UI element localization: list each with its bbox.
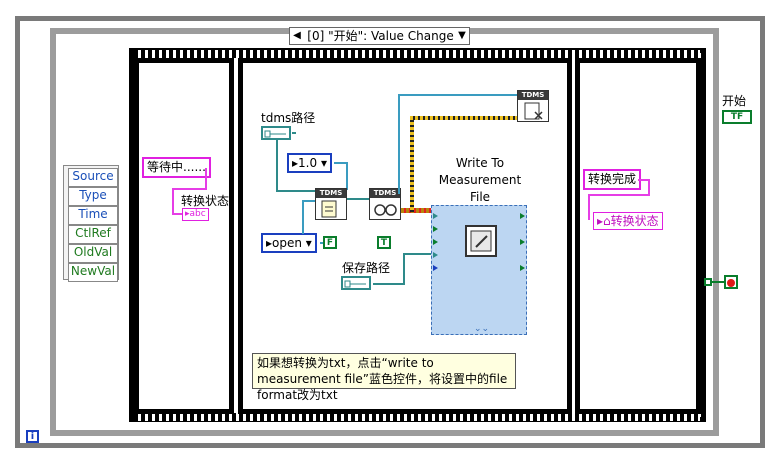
version-enum-constant[interactable]: ▸1.0 ▾	[287, 153, 332, 173]
input-terminal[interactable]	[433, 213, 438, 219]
wire-enum	[302, 200, 304, 234]
block-diagram-comment[interactable]: 如果想转换为txt，点击“write to measurement file”蓝…	[252, 353, 516, 402]
loop-iteration-label: i	[30, 431, 35, 442]
status-indicator-label: 转换状态	[181, 194, 230, 208]
event-data-oldval[interactable]: OldVal	[68, 244, 118, 263]
wire-string	[648, 179, 650, 195]
status-string-indicator[interactable]: ▸abc	[182, 208, 209, 221]
tdms-convert-function[interactable]: TDMS	[369, 188, 401, 220]
wire-refnum	[398, 94, 400, 194]
wire-string	[172, 188, 207, 190]
sequence-frame-1	[134, 58, 234, 414]
sequence-filmstrip-bottom	[134, 413, 700, 421]
start-control-label: 开始	[722, 94, 747, 108]
output-terminal[interactable]	[520, 213, 525, 219]
wire-path	[403, 253, 431, 255]
open-mode-value: open	[272, 236, 302, 250]
event-data-node: Source Type Time CtlRef OldVal NewVal	[63, 165, 119, 282]
event-case-selector[interactable]: ◀ [0] "开始": Value Change ▼	[289, 27, 470, 45]
wire-refnum	[347, 198, 369, 200]
case-dropdown-arrow-icon[interactable]: ▼	[458, 30, 466, 41]
wire-path	[292, 132, 296, 134]
wire-path	[276, 190, 316, 192]
save-path-label: 保存路径	[342, 261, 391, 275]
wire-enum	[346, 162, 348, 190]
wire-enum	[302, 200, 316, 202]
tdms-open-function[interactable]: TDMS	[315, 188, 347, 220]
wire-string	[172, 188, 174, 215]
expand-chevron-icon[interactable]: ⌄⌄	[474, 324, 490, 334]
wire-enum	[334, 162, 348, 164]
wire-path	[403, 253, 405, 285]
input-terminal[interactable]	[433, 226, 438, 232]
output-terminal[interactable]	[520, 265, 525, 271]
sequence-frame-3	[575, 58, 701, 414]
wire-string	[638, 179, 650, 181]
event-data-time[interactable]: Time	[68, 206, 118, 225]
status-property-node[interactable]: ▸⌂转换状态	[593, 212, 663, 230]
express-vi-title: Write To Measurement File	[438, 156, 522, 204]
tdms-tag: TDMS	[316, 189, 346, 198]
wire-enum	[320, 242, 323, 244]
sequence-filmstrip-top	[134, 50, 700, 58]
tdms-path-control[interactable]	[261, 126, 291, 140]
event-data-newval[interactable]: NewVal	[68, 263, 118, 282]
wire-refnum	[398, 94, 518, 96]
string-type-tag: abc	[189, 209, 206, 219]
event-case-label: [0] "开始": Value Change	[307, 29, 454, 43]
open-mode-enum-constant[interactable]: ▸open ▾	[261, 233, 317, 253]
wire-string	[588, 194, 590, 220]
wire-boolean	[712, 281, 724, 283]
complete-string-constant[interactable]: 转换完成	[583, 169, 642, 190]
boolean-type-tag: TF	[730, 112, 744, 122]
input-terminal[interactable]	[433, 265, 438, 271]
false-constant[interactable]: F	[323, 236, 337, 249]
wire-error-cluster	[410, 116, 518, 120]
wire-string	[588, 194, 650, 196]
prev-case-arrow-icon[interactable]: ◀	[293, 30, 301, 41]
wire-string	[172, 213, 182, 215]
input-terminal[interactable]	[433, 252, 438, 258]
wire-path	[373, 283, 405, 285]
input-terminal[interactable]	[433, 239, 438, 245]
loop-iteration-terminal: i	[26, 430, 39, 443]
boolean-tunnel	[704, 278, 712, 286]
write-file-icon	[465, 225, 497, 257]
version-value: 1.0	[298, 156, 318, 170]
tdms-close-function[interactable]: TDMS	[517, 90, 549, 122]
tdms-tag: TDMS	[370, 189, 400, 198]
output-terminal[interactable]	[520, 239, 525, 245]
property-node-label: 转换状态	[610, 214, 659, 228]
true-constant[interactable]: T	[377, 236, 391, 249]
save-path-control[interactable]	[341, 276, 371, 290]
start-boolean-control[interactable]: TF	[722, 110, 752, 124]
event-data-type[interactable]: Type	[68, 187, 118, 206]
wire-path	[276, 140, 278, 192]
wire-string	[205, 168, 207, 190]
event-data-source[interactable]: Source	[68, 168, 118, 187]
tdms-tag: TDMS	[518, 91, 548, 100]
waiting-string-constant[interactable]: 等待中......	[142, 157, 211, 178]
wire-dynamic-data	[401, 208, 431, 213]
loop-stop-terminal[interactable]	[724, 275, 738, 289]
wire-error-cluster	[410, 117, 414, 212]
event-data-ctlref[interactable]: CtlRef	[68, 225, 118, 244]
tdms-path-label: tdms路径	[261, 111, 316, 125]
write-to-measurement-file-express-vi[interactable]: ⌄⌄	[431, 205, 527, 335]
